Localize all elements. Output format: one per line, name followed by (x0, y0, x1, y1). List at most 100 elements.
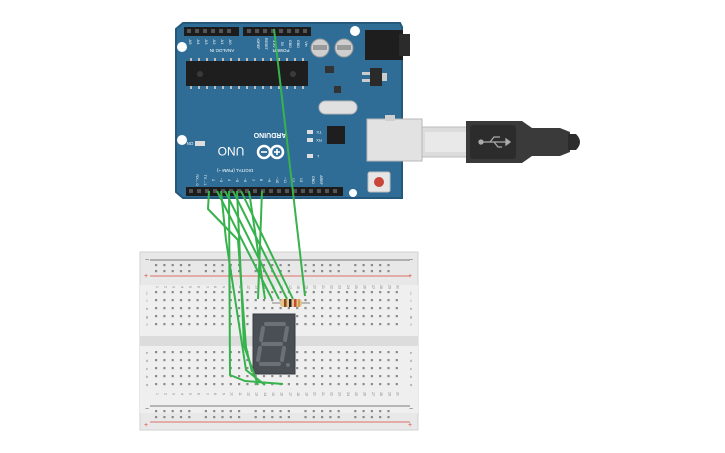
rail-hole[interactable] (204, 270, 207, 273)
header-pin[interactable] (253, 189, 257, 193)
breadboard-hole[interactable] (171, 359, 174, 362)
breadboard-hole[interactable] (304, 307, 307, 310)
breadboard-hole[interactable] (362, 323, 365, 326)
breadboard-hole[interactable] (395, 359, 398, 362)
breadboard-hole[interactable] (321, 367, 324, 370)
breadboard-hole[interactable] (254, 299, 257, 302)
rail-hole[interactable] (254, 416, 257, 419)
breadboard-hole[interactable] (312, 351, 315, 354)
usb-port[interactable] (366, 118, 423, 162)
rail-hole[interactable] (155, 416, 158, 419)
breadboard-hole[interactable] (155, 375, 158, 378)
breadboard-hole[interactable] (337, 383, 340, 386)
breadboard-hole[interactable] (221, 375, 224, 378)
rail-hole[interactable] (379, 410, 382, 413)
breadboard-hole[interactable] (155, 315, 158, 318)
breadboard-hole[interactable] (229, 323, 232, 326)
wire-5v[interactable] (273, 28, 306, 297)
breadboard-hole[interactable] (304, 299, 307, 302)
rail-hole[interactable] (370, 264, 373, 267)
rail-hole[interactable] (362, 410, 365, 413)
breadboard-hole[interactable] (155, 383, 158, 386)
breadboard-hole[interactable] (370, 367, 373, 370)
rail-hole[interactable] (204, 416, 207, 419)
breadboard-hole[interactable] (179, 367, 183, 370)
breadboard-hole[interactable] (213, 299, 216, 302)
breadboard-hole[interactable] (196, 323, 199, 326)
rail-hole[interactable] (221, 410, 224, 413)
rail-hole[interactable] (387, 270, 390, 273)
breadboard-hole[interactable] (179, 383, 183, 386)
header-pin[interactable] (293, 189, 297, 193)
rail-hole[interactable] (204, 264, 207, 267)
rail-hole[interactable] (379, 264, 382, 267)
breadboard-hole[interactable] (246, 383, 249, 386)
breadboard-hole[interactable] (221, 315, 224, 318)
breadboard-hole[interactable] (337, 351, 340, 354)
breadboard-hole[interactable] (204, 315, 207, 318)
rail-hole[interactable] (279, 416, 282, 419)
breadboard-hole[interactable] (229, 307, 232, 310)
breadboard-hole[interactable] (155, 359, 158, 362)
breadboard-hole[interactable] (395, 367, 398, 370)
breadboard-hole[interactable] (262, 375, 266, 378)
rail-hole[interactable] (387, 410, 390, 413)
breadboard-hole[interactable] (354, 307, 357, 310)
breadboard-hole[interactable] (204, 323, 207, 326)
breadboard-hole[interactable] (213, 291, 216, 294)
breadboard-hole[interactable] (304, 367, 307, 370)
breadboard-hole[interactable] (395, 307, 398, 310)
breadboard-hole[interactable] (246, 367, 249, 370)
breadboard-hole[interactable] (379, 291, 382, 294)
rail-hole[interactable] (179, 416, 183, 419)
breadboard-hole[interactable] (163, 291, 166, 294)
usb-cable[interactable] (417, 121, 580, 163)
header-pin[interactable] (325, 189, 329, 193)
breadboard-hole[interactable] (238, 291, 241, 294)
rail-hole[interactable] (188, 264, 191, 267)
breadboard-hole[interactable] (387, 351, 390, 354)
breadboard-hole[interactable] (163, 315, 166, 318)
breadboard-hole[interactable] (188, 359, 191, 362)
breadboard-hole[interactable] (329, 375, 332, 378)
breadboard-hole[interactable] (262, 299, 266, 302)
breadboard-hole[interactable] (213, 323, 216, 326)
breadboard-hole[interactable] (379, 375, 382, 378)
breadboard-hole[interactable] (370, 359, 373, 362)
breadboard-hole[interactable] (354, 367, 357, 370)
header-pin[interactable] (237, 189, 241, 193)
breadboard-hole[interactable] (221, 383, 224, 386)
jumper-wires[interactable] (207, 28, 306, 386)
breadboard-hole[interactable] (387, 315, 390, 318)
breadboard-hole[interactable] (354, 351, 357, 354)
breadboard-hole[interactable] (238, 367, 241, 370)
breadboard-hole[interactable] (329, 351, 332, 354)
breadboard-hole[interactable] (312, 315, 315, 318)
breadboard-hole[interactable] (362, 307, 365, 310)
breadboard-hole[interactable] (229, 315, 232, 318)
rail-hole[interactable] (362, 264, 365, 267)
breadboard-hole[interactable] (163, 383, 166, 386)
breadboard-hole[interactable] (221, 291, 224, 294)
breadboard-hole[interactable] (345, 359, 349, 362)
breadboard-hole[interactable] (395, 291, 398, 294)
breadboard-hole[interactable] (395, 323, 398, 326)
breadboard-hole[interactable] (196, 299, 199, 302)
breadboard-hole[interactable] (204, 291, 207, 294)
breadboard-hole[interactable] (254, 383, 257, 386)
rail-hole[interactable] (213, 270, 216, 273)
rail-hole[interactable] (379, 270, 382, 273)
breadboard-hole[interactable] (387, 291, 390, 294)
rail-hole[interactable] (213, 264, 216, 267)
breadboard-hole[interactable] (196, 359, 199, 362)
breadboard-hole[interactable] (279, 375, 282, 378)
rail-hole[interactable] (387, 264, 390, 267)
breadboard-hole[interactable] (188, 383, 191, 386)
rail-hole[interactable] (312, 264, 315, 267)
breadboard-hole[interactable] (329, 315, 332, 318)
breadboard-hole[interactable] (296, 359, 299, 362)
breadboard-hole[interactable] (163, 351, 166, 354)
breadboard-hole[interactable] (221, 299, 224, 302)
breadboard-hole[interactable] (296, 367, 299, 370)
